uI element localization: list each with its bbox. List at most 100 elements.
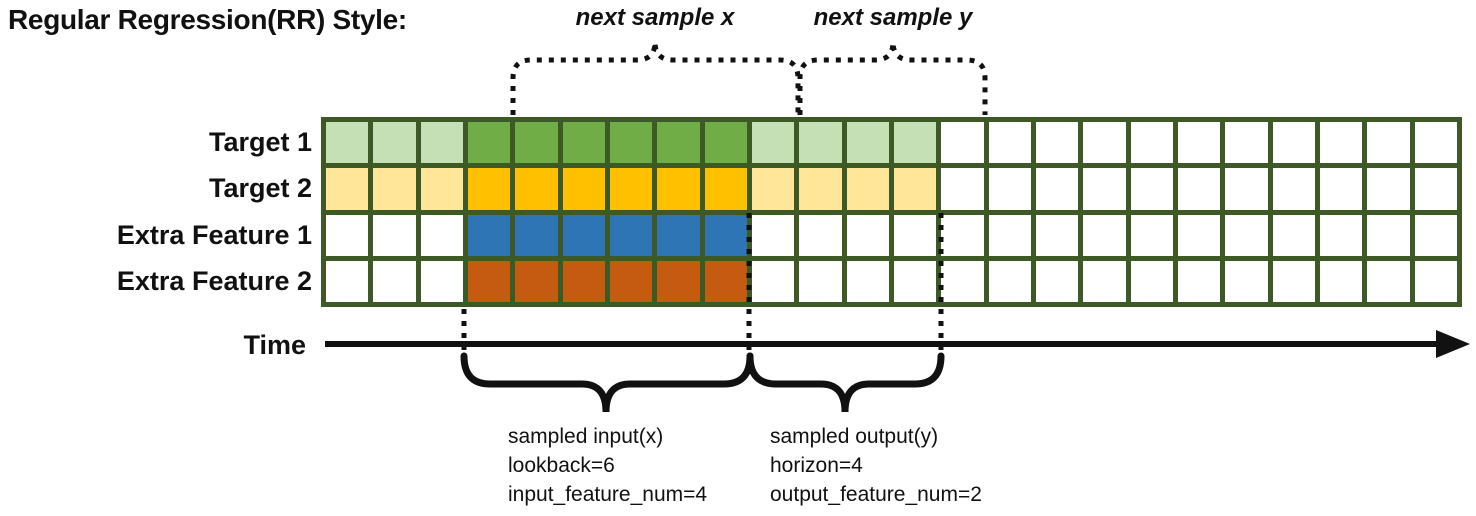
grid-cell [1272,122,1315,164]
grid-cell [515,122,558,164]
grid-cell [562,214,605,256]
grid-cell [846,214,889,256]
grid-cell [893,214,937,256]
grid-cell [1083,260,1126,302]
next-sample-x-brace [510,41,801,115]
grid-cell [941,122,984,164]
grid-cell [1035,168,1079,210]
grid-cell [1130,214,1173,256]
time-axis-label: Time [243,330,306,360]
grid-cell [1177,260,1221,302]
sampled-input-brace [460,352,754,413]
sampled-input-title: sampled input(x) [508,425,664,448]
grid-cell [1177,214,1221,256]
row-label-target-1: Target 1 [208,127,312,157]
next-sample-y-brace [797,41,988,115]
grid-cell [751,214,795,256]
lookback-value: lookback=6 [508,454,615,477]
sampled-input-annotation: sampled input(x) lookback=6 input_featur… [508,422,707,509]
grid-cell [1272,214,1315,256]
grid-cell [1367,168,1410,210]
row-label-extra-feature-1: Extra Feature 1 [116,220,312,250]
grid-cell [1319,122,1363,164]
grid-cell [562,122,605,164]
grid-cell [704,260,747,302]
grid-cell [326,122,369,164]
row-label-extra-feature-2: Extra Feature 2 [116,266,312,296]
grid-cell [515,214,558,256]
output-feature-num: output_feature_num=2 [770,483,982,506]
grid-cell [326,260,369,302]
grid-cell [751,122,795,164]
grid-cell [988,260,1031,302]
sampled-output-title: sampled output(y) [770,425,939,448]
grid-cell [420,168,463,210]
grid-cell [893,168,937,210]
grid-cell [1225,260,1268,302]
grid-cell [1177,168,1221,210]
sampled-output-brace [746,352,945,413]
grid-cell [467,122,511,164]
grid-cell [1083,122,1126,164]
grid-cell [373,214,416,256]
grid-cell [751,260,795,302]
grid-cell [1130,168,1173,210]
grid-cell [467,168,511,210]
grid-cell [1367,122,1410,164]
grid-cell [467,260,511,302]
grid-cell [326,168,369,210]
grid-cell [609,122,653,164]
grid-cell [1319,214,1363,256]
grid-cell [941,260,984,302]
grid-cell [1177,122,1221,164]
grid-cell [609,214,653,256]
grid-cell [657,122,700,164]
grid-cell [988,214,1031,256]
grid-cell [799,168,842,210]
grid-cell [893,260,937,302]
grid-cell [799,260,842,302]
grid-cell [941,214,984,256]
grid-cell [1414,214,1457,256]
grid-cell [1319,260,1363,302]
grid-cell [657,260,700,302]
next-sample-y-label: next sample y [813,4,973,31]
grid-cell [799,214,842,256]
input-feature-num: input_feature_num=4 [508,483,708,506]
grid-cell [704,122,747,164]
grid-cell [420,214,463,256]
grid-cell [373,122,416,164]
next-sample-x-label: next sample x [575,4,735,31]
horizon-value: horizon=4 [770,454,863,477]
grid-cell [704,214,747,256]
grid-cell [988,168,1031,210]
grid-cell [1414,260,1457,302]
grid-cell [1225,122,1268,164]
grid-cell [1035,260,1079,302]
grid-cell [562,168,605,210]
grid-cell [846,260,889,302]
grid-cell [467,214,511,256]
diagram-title: Regular Regression(RR) Style: [8,4,407,35]
grid-cell [1225,214,1268,256]
grid-cell [1272,260,1315,302]
grid-cell [562,260,605,302]
grid-cell [326,214,369,256]
grid-cell [846,168,889,210]
grid-cell [1414,122,1457,164]
time-axis-arrowhead [1436,330,1470,358]
grid-cell [1367,214,1410,256]
grid-cell [1272,168,1315,210]
grid-cell [1035,122,1079,164]
grid-cell [846,122,889,164]
grid-cell [799,122,842,164]
grid-cell [609,168,653,210]
grid-cell [941,168,984,210]
grid-cell [1414,168,1457,210]
grid-cell [1367,260,1410,302]
timeseries-grid [321,117,1462,307]
grid-cell [1130,260,1173,302]
grid-cell [1083,168,1126,210]
grid-cell [1225,168,1268,210]
